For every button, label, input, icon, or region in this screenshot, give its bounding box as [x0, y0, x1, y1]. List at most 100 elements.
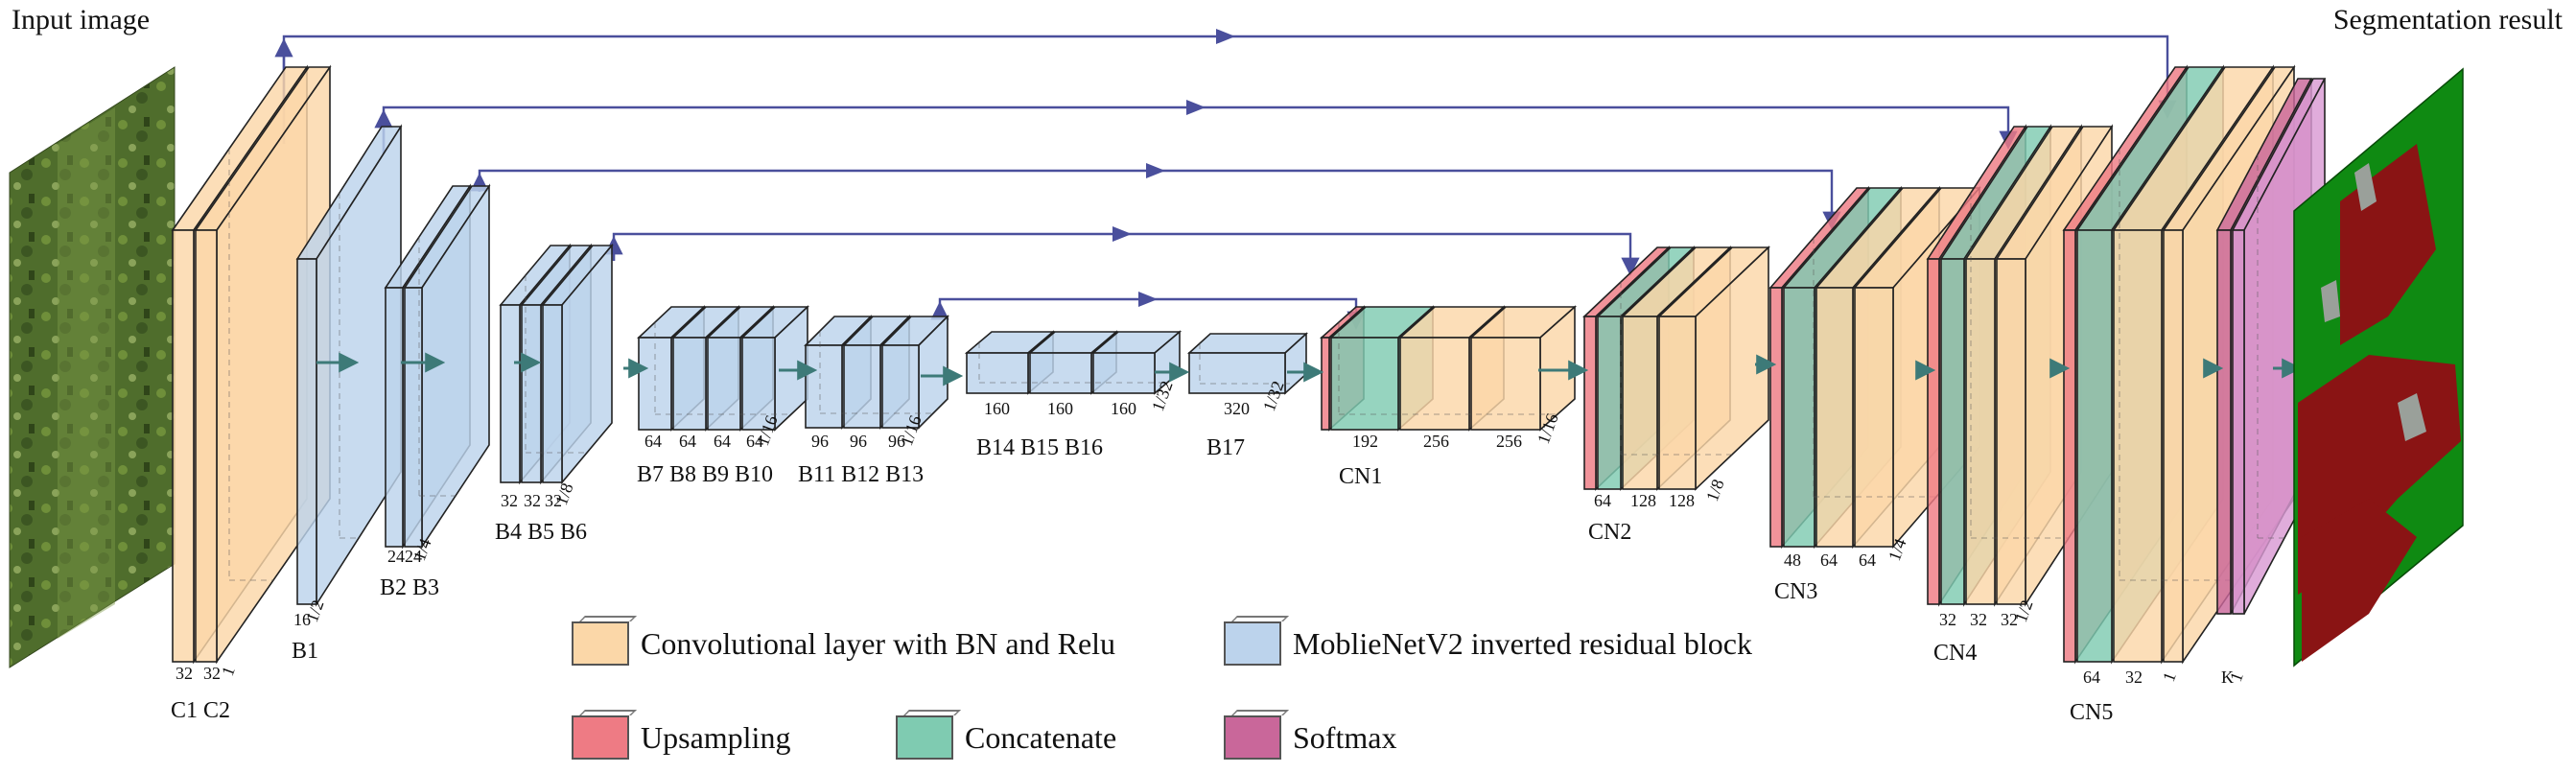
- block-CN2-layer-1-front: [1583, 316, 1597, 490]
- channel-label-B4B6-2: 32: [524, 491, 541, 510]
- channel-label-CN4-2: 32: [1970, 610, 1987, 629]
- skip-mid-arrow-5: [1138, 292, 1158, 307]
- block-B11B13-layer-3: [880, 315, 949, 430]
- block-B7B10-layer-2-front: [672, 337, 707, 431]
- block-B11B13-layer-3-front: [881, 344, 920, 429]
- legend-softmax-label: Softmax: [1293, 719, 1397, 755]
- channel-label-C1C2-2: 32: [203, 664, 221, 683]
- block-CN3-layer-4-front: [1854, 287, 1894, 548]
- channel-label-B11B13-3: 96: [888, 432, 905, 451]
- input-image: [9, 66, 176, 668]
- block-B2B3-layer-1-front: [385, 287, 404, 548]
- channel-label-CN2-1: 64: [1594, 491, 1611, 510]
- block-name-CN1: CN1: [1339, 464, 1382, 489]
- channel-label-C1C2-1: 32: [176, 664, 193, 683]
- block-B1-layer-1-front: [296, 258, 317, 605]
- block-B4B6-layer-3-front: [542, 304, 563, 483]
- block-B4B6-layer-3: [541, 243, 614, 485]
- block-name-CN5: CN5: [2070, 700, 2113, 725]
- block-CN5-layer-4-front: [2163, 229, 2184, 663]
- block-SM-layer-2-front: [2232, 229, 2245, 615]
- mobile-swatch: [1224, 621, 1281, 666]
- channel-label-CN5-2: 32: [2125, 668, 2143, 687]
- channel-label-CN2-2: 128: [1630, 491, 1656, 510]
- softmax-swatch: [1224, 715, 1281, 760]
- block-CN1-layer-2-front: [1330, 337, 1399, 431]
- block-CN1-layer-4: [1468, 305, 1578, 432]
- legend-concat: Concatenate: [896, 715, 1116, 760]
- block-B1-layer-1: [295, 124, 403, 607]
- channel-label-CN1-3: 256: [1496, 432, 1522, 451]
- legend-concat-label: Concatenate: [965, 719, 1117, 755]
- block-CN5-layer-1-front: [2063, 229, 2076, 663]
- block-B14B16-layer-3: [1090, 330, 1183, 395]
- seg-region-4: [2354, 163, 2377, 211]
- block-B4B6-layer-1-front: [500, 304, 521, 483]
- channel-label-CN4-3: 32: [2001, 610, 2018, 629]
- channel-label-B14B16-1: 160: [984, 399, 1010, 418]
- scale-label-C1C2: 1: [218, 664, 239, 678]
- skip-mid-arrow-3: [1146, 163, 1165, 178]
- channel-label-CN3-1: 48: [1784, 550, 1801, 570]
- channel-label-B14B16-3: 160: [1111, 399, 1136, 418]
- block-CN4-layer-3-front: [1965, 258, 1996, 605]
- block-name-B11B13: B11 B12 B13: [798, 462, 924, 487]
- legend-conv-label: Convolutional layer with BN and Relu: [641, 625, 1116, 661]
- legend-upsample-label: Upsampling: [641, 719, 791, 755]
- concat-swatch: [896, 715, 953, 760]
- block-name-CN4: CN4: [1933, 641, 1977, 666]
- channel-label-CN1-2: 256: [1423, 432, 1449, 451]
- channel-label-B11B13-2: 96: [850, 432, 867, 451]
- block-B17-layer-1: [1186, 332, 1309, 395]
- segmentation-result-title: Segmentation result: [2332, 4, 2563, 35]
- skip-arrow-5: [938, 297, 1366, 330]
- channel-label-CN3-2: 64: [1820, 550, 1838, 570]
- skip-mid-arrow-1: [1216, 29, 1235, 44]
- channel-label-B7B10-4: 64: [746, 432, 763, 451]
- block-CN1-layer-4-front: [1470, 337, 1541, 431]
- block-B14B16-layer-1-front: [966, 352, 1029, 394]
- legend-mobile-label: MoblieNetV2 inverted residual block: [1293, 625, 1752, 661]
- block-CN1-layer-1-front: [1321, 337, 1330, 431]
- legend-mobile: MoblieNetV2 inverted residual block: [1224, 621, 1752, 666]
- layer-blocks: [171, 64, 2327, 665]
- seg-region-6: [2321, 280, 2340, 322]
- channel-label-CN1-1: 192: [1352, 432, 1378, 451]
- block-B11B13-layer-1-front: [805, 344, 843, 429]
- skip-mid-arrow-4: [1112, 226, 1132, 242]
- legend-upsample: Upsampling: [572, 715, 790, 760]
- block-CN1-layer-3-front: [1399, 337, 1470, 431]
- block-name-B2B3: B2 B3: [380, 575, 439, 600]
- block-CN4-layer-4-front: [1996, 258, 2026, 605]
- block-name-CN2: CN2: [1588, 520, 1631, 545]
- channel-label-B7B10-3: 64: [714, 432, 731, 451]
- block-CN2-layer-3-front: [1622, 316, 1658, 490]
- channel-label-B11B13-1: 96: [811, 432, 829, 451]
- input-image-strip: [58, 107, 115, 639]
- block-name-B7B10: B7 B8 B9 B10: [637, 462, 773, 487]
- block-name-B17: B17: [1206, 435, 1245, 460]
- channel-label-B2B3-2: 24: [405, 547, 422, 566]
- skip-mid-arrow-2: [1186, 100, 1206, 115]
- block-B2B3-layer-2: [403, 183, 491, 550]
- channel-label-B2B3-1: 24: [387, 547, 405, 566]
- block-CN4-layer-2-front: [1940, 258, 1965, 605]
- block-B7B10-layer-4-front: [741, 337, 776, 431]
- block-name-B14B16: B14 B15 B16: [976, 435, 1103, 460]
- channel-label-B7B10-1: 64: [644, 432, 662, 451]
- channel-label-CN5-1: 64: [2083, 668, 2100, 687]
- block-B14B16-layer-2-front: [1029, 352, 1092, 394]
- conv-swatch: [572, 621, 629, 666]
- block-CN5-layer-3-front: [2113, 229, 2163, 663]
- skip-arrow-2: [382, 105, 2018, 153]
- block-CN4-layer-1-front: [1927, 258, 1940, 605]
- skip-arrow-3: [478, 169, 1841, 230]
- legend-softmax: Softmax: [1224, 715, 1396, 760]
- channel-label-B14B16-2: 160: [1047, 399, 1073, 418]
- block-CN3-layer-2-front: [1783, 287, 1815, 548]
- block-B7B10-layer-1-front: [638, 337, 672, 431]
- block-name-B1: B1: [292, 639, 318, 664]
- block-name-C1C2: C1 C2: [171, 698, 230, 723]
